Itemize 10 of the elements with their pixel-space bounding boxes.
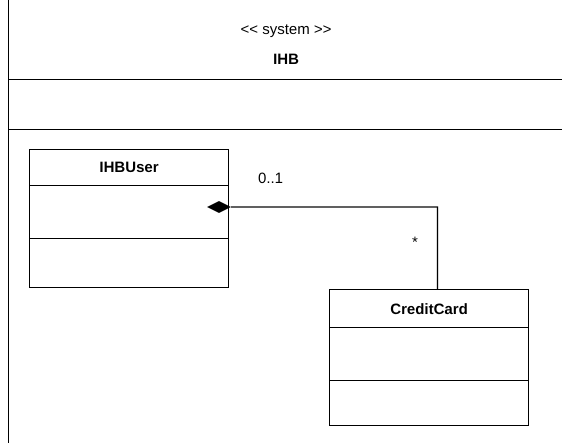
composition-line (207, 201, 438, 290)
system-name: IHB (272, 51, 300, 68)
multiplicity-label: 0..1 (258, 170, 284, 187)
class-box (329, 289, 529, 426)
class-name: IHBUser (98, 159, 160, 176)
multiplicity-label: * (412, 234, 418, 251)
class-name: CreditCard (389, 301, 469, 318)
stereotype-label: << system >> (240, 21, 332, 38)
system-frame (8, 0, 562, 443)
class-box (29, 149, 229, 288)
